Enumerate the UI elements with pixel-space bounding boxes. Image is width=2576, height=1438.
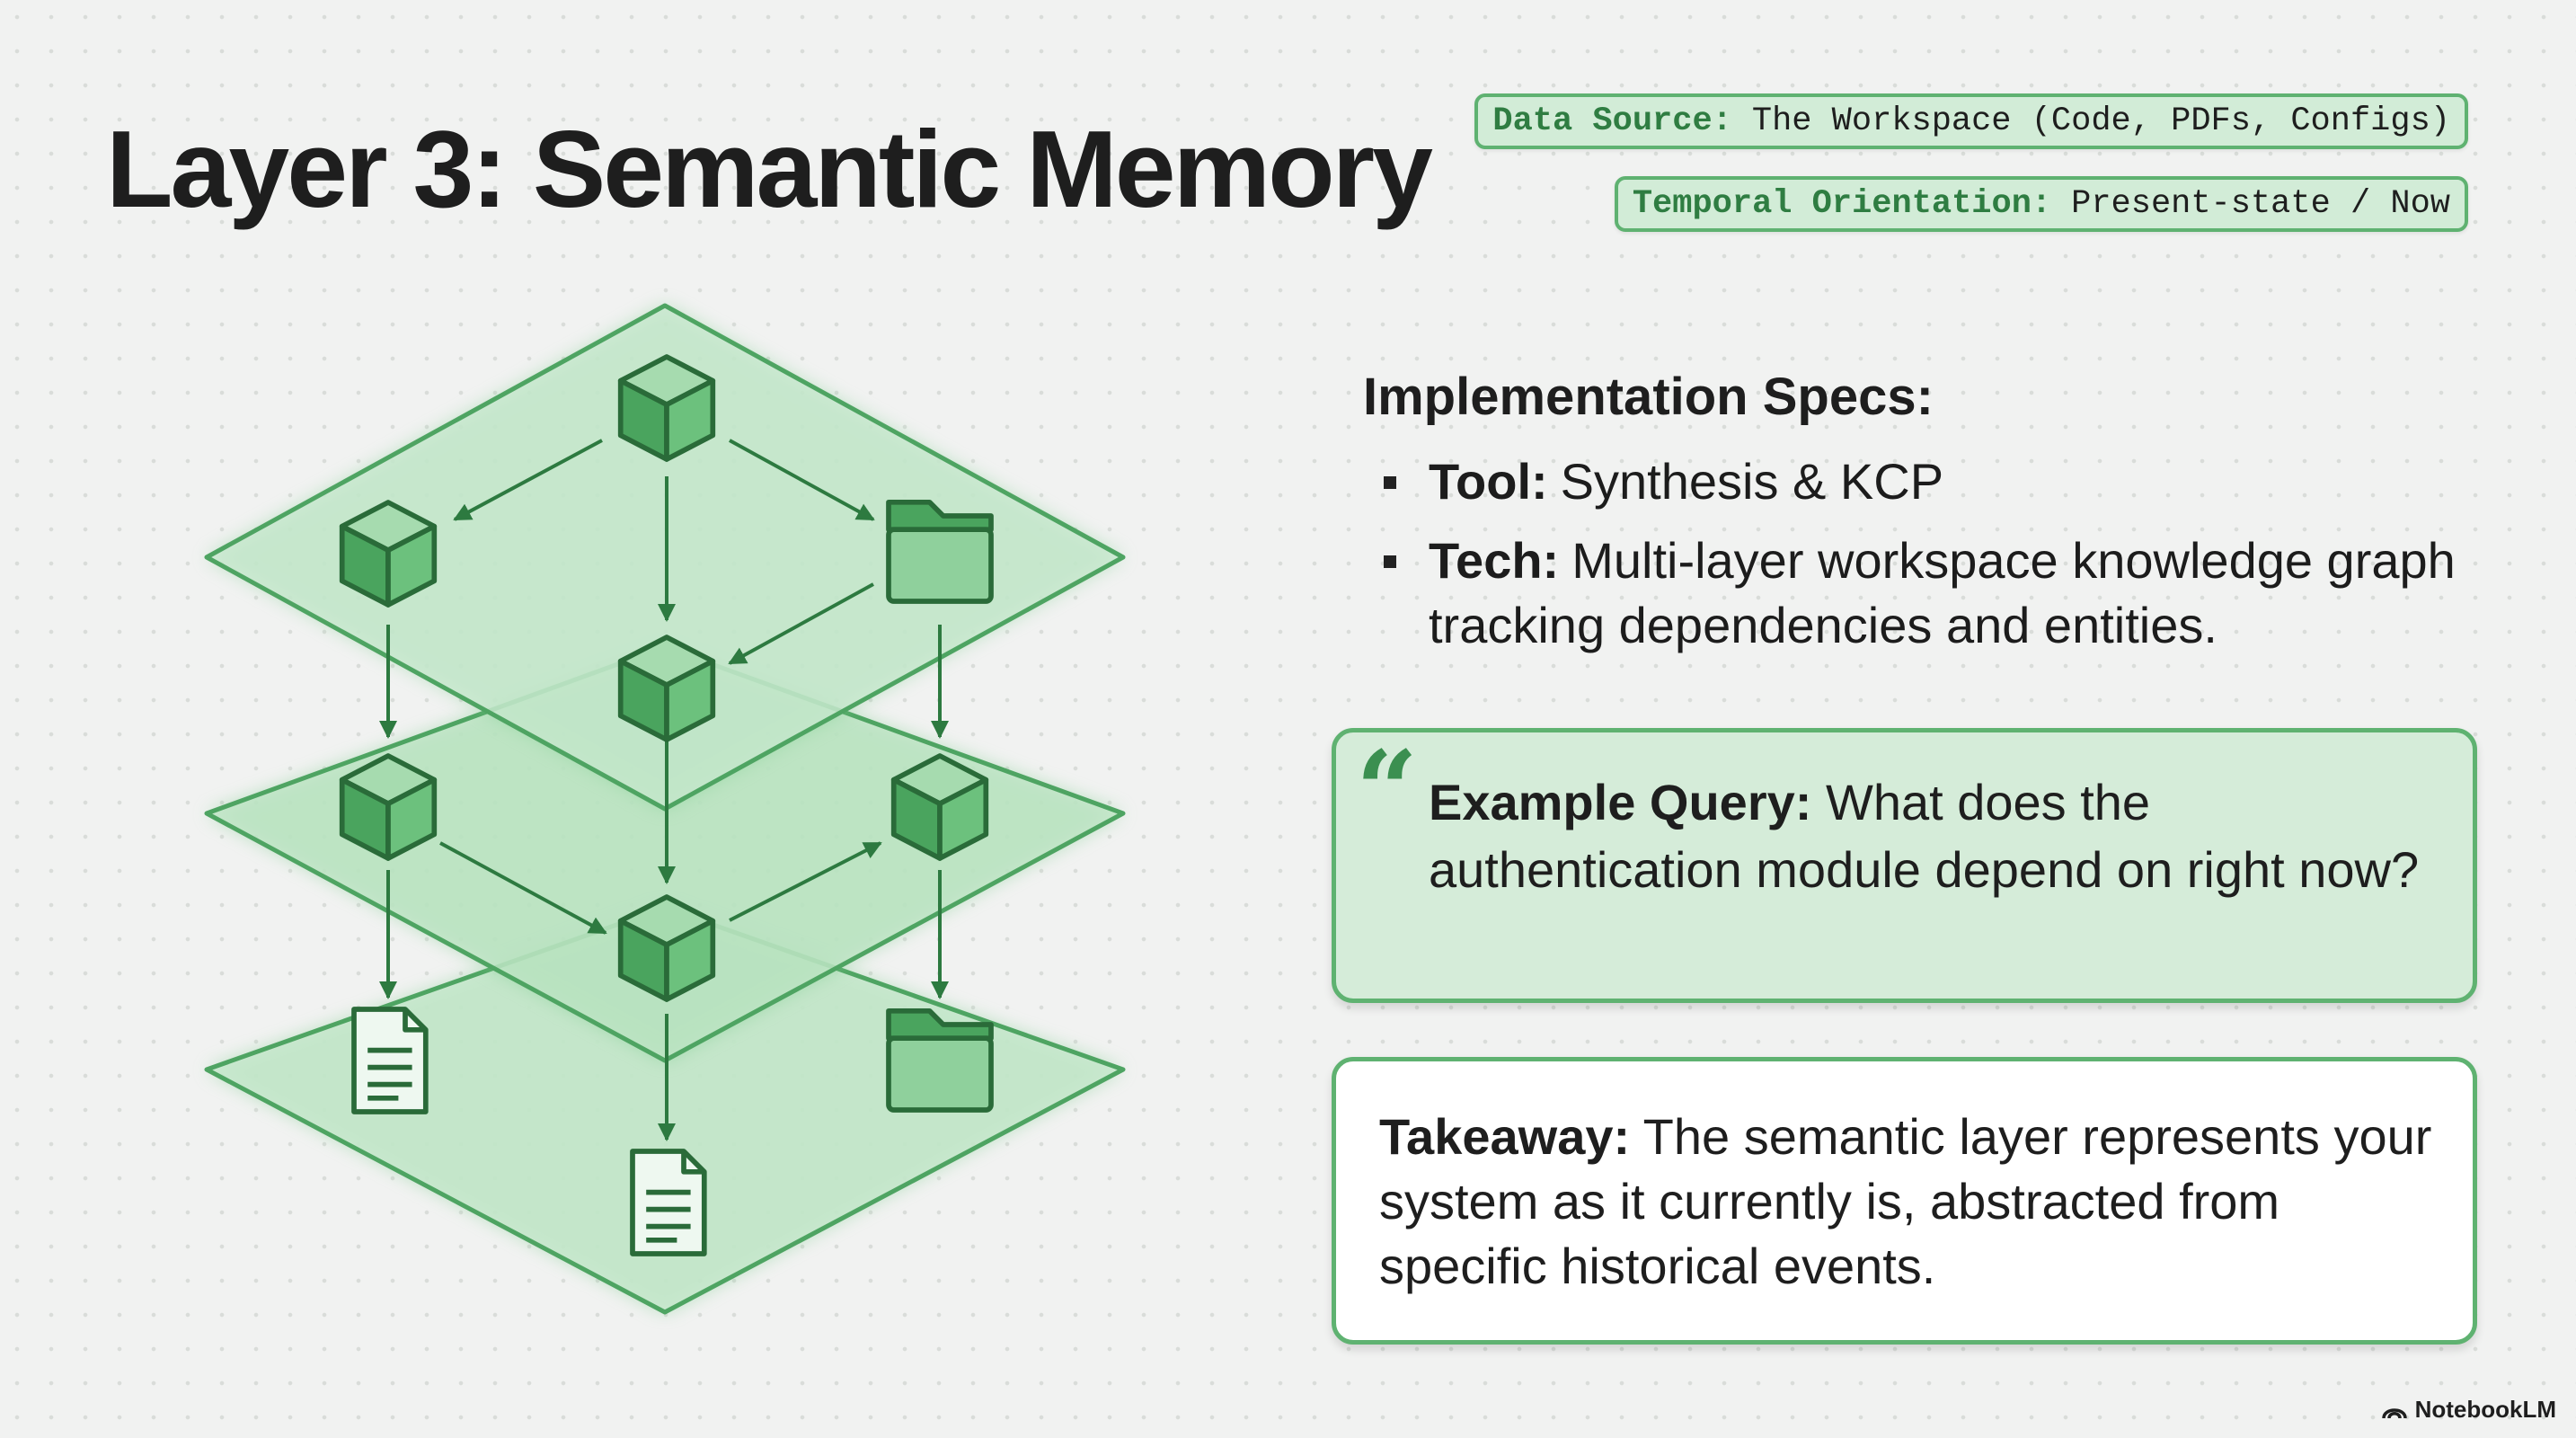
data-source-tag: Data Source: The Workspace (Code, PDFs, …	[1474, 93, 2468, 149]
bullet-icon	[1384, 555, 1396, 568]
example-query-label: Example Query:	[1429, 774, 1812, 830]
page-title: Layer 3: Semantic Memory	[106, 108, 1433, 230]
example-query-text: Example Query: What does the authenticat…	[1429, 768, 2435, 903]
spec-item-tech: Tech:Multi-layer workspace knowledge gra…	[1384, 528, 2462, 658]
spec-label: Tool:	[1429, 453, 1548, 510]
specs-heading: Implementation Specs:	[1363, 368, 1934, 426]
takeaway-text: Takeaway: The semantic layer represents …	[1379, 1105, 2439, 1299]
takeaway-card: Takeaway: The semantic layer represents …	[1332, 1057, 2477, 1345]
cube-icon	[342, 502, 435, 605]
notebooklm-watermark: NotebookLM	[2381, 1396, 2556, 1424]
spec-list: Tool:Synthesis & KCP Tech:Multi-layer wo…	[1384, 449, 2462, 672]
graph-edges	[379, 439, 949, 1141]
folder-icon	[889, 1011, 991, 1110]
spec-item-tool: Tool:Synthesis & KCP	[1384, 449, 2462, 514]
folder-icon	[889, 502, 991, 601]
notebooklm-logo-icon	[2381, 1407, 2407, 1418]
example-query-body: What does the authentication module depe…	[1429, 774, 2420, 898]
cube-icon	[621, 897, 713, 999]
quote-icon: “	[1356, 727, 1419, 854]
cube-icon	[621, 637, 713, 740]
example-query-card: “ Example Query: What does the authentic…	[1332, 727, 2477, 1003]
document-icon	[354, 1009, 426, 1112]
brand-label: NotebookLM	[2414, 1396, 2556, 1423]
bullet-icon	[1384, 476, 1396, 489]
temporal-orientation-label: Temporal Orientation:	[1632, 185, 2052, 223]
data-source-value: The Workspace (Code, PDFs, Configs)	[1751, 102, 2450, 140]
cube-icon	[342, 756, 435, 858]
spec-label: Tech:	[1429, 532, 1560, 589]
temporal-orientation-value: Present-state / Now	[2071, 185, 2450, 223]
data-source-label: Data Source:	[1492, 102, 1732, 140]
takeaway-label: Takeaway:	[1379, 1108, 1631, 1165]
document-icon	[633, 1151, 704, 1254]
takeaway-body: The semantic layer represents your syste…	[1379, 1108, 2432, 1294]
spec-text: Synthesis & KCP	[1560, 453, 1944, 510]
temporal-orientation-tag: Temporal Orientation: Present-state / No…	[1614, 176, 2468, 232]
layered-knowledge-graph	[204, 303, 1126, 1315]
cube-icon	[621, 357, 713, 459]
cube-icon	[894, 756, 987, 858]
spec-text: Multi-layer workspace knowledge graph tr…	[1429, 532, 2456, 653]
